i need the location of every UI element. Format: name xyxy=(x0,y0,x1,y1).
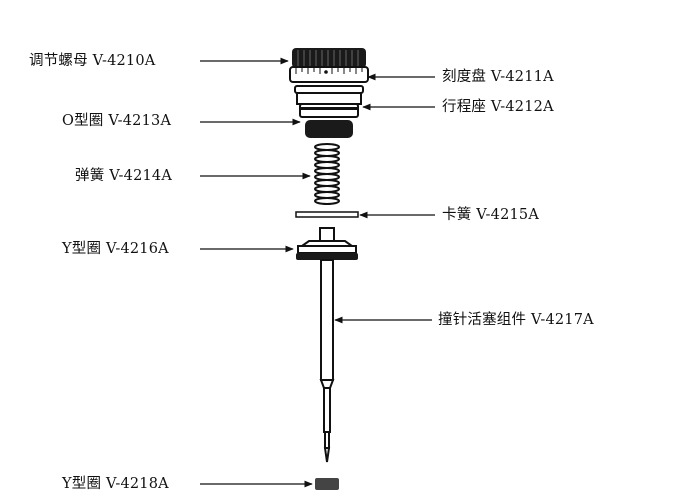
label-o-ring-code: V-4213A xyxy=(108,113,172,129)
label-circlip: 卡簧 V-4215A xyxy=(442,206,539,224)
label-stroke-seat-code: V-4212A xyxy=(490,99,554,115)
label-o-ring-name: O型圈 xyxy=(62,113,104,129)
leader-arrows xyxy=(200,57,435,488)
label-y-ring-upper-code: V-4216A xyxy=(106,241,169,257)
label-spring-code: V-4214A xyxy=(109,168,173,184)
label-needle-piston-assembly-name: 撞针活塞组件 xyxy=(438,312,527,328)
label-needle-piston-assembly: 撞针活塞组件 V-4217A xyxy=(438,311,594,329)
adjusting-nut-part xyxy=(292,48,366,68)
label-spring: 弹簧 V-4214A xyxy=(75,167,172,185)
y-ring-lower-part xyxy=(315,478,339,490)
label-y-ring-lower: Y型圈 V-4218A xyxy=(62,475,169,493)
spring-part xyxy=(314,143,340,205)
o-ring-part xyxy=(305,120,353,138)
dial-part xyxy=(289,66,369,83)
label-dial-name: 刻度盘 xyxy=(442,69,487,85)
label-dial: 刻度盘 V-4211A xyxy=(442,68,554,86)
label-y-ring-lower-code: V-4218A xyxy=(106,476,169,492)
label-adjusting-nut-code: V-4210A xyxy=(92,53,156,69)
label-dial-code: V-4211A xyxy=(490,69,554,85)
y-ring-upper-part xyxy=(296,227,358,260)
label-needle-piston-assembly-code: V-4217A xyxy=(531,312,594,328)
circlip-part xyxy=(295,211,359,218)
needle-piston-assembly-part xyxy=(319,259,335,463)
label-spring-name: 弹簧 xyxy=(75,168,105,184)
label-circlip-code: V-4215A xyxy=(476,207,540,223)
stroke-seat-part xyxy=(294,85,364,118)
label-adjusting-nut: 调节螺母 V-4210A xyxy=(29,52,155,70)
label-circlip-name: 卡簧 xyxy=(442,207,472,223)
label-y-ring-lower-name: Y型圈 xyxy=(62,476,102,492)
label-y-ring-upper: Y型圈 V-4216A xyxy=(62,240,169,258)
label-adjusting-nut-name: 调节螺母 xyxy=(29,53,88,69)
label-y-ring-upper-name: Y型圈 xyxy=(62,241,102,257)
label-o-ring: O型圈 V-4213A xyxy=(62,112,171,130)
label-stroke-seat-name: 行程座 xyxy=(442,99,487,115)
label-stroke-seat: 行程座 V-4212A xyxy=(442,98,554,116)
